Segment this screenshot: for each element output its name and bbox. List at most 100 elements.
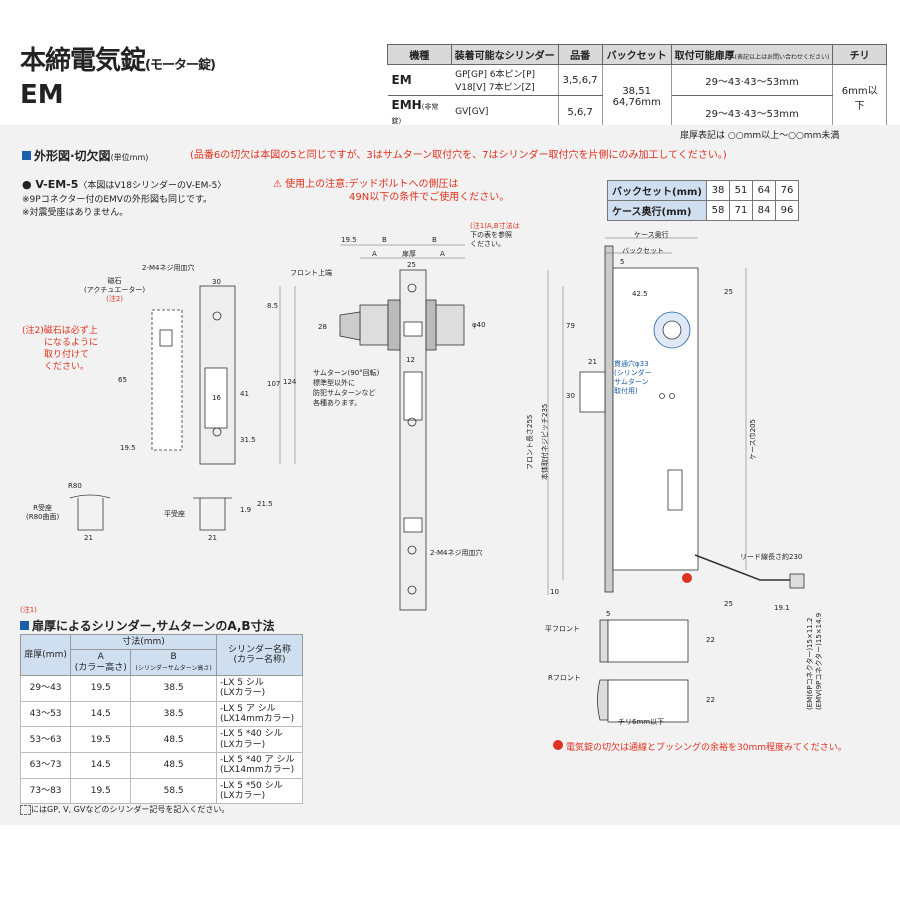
door-thickness-label: 扉厚 [402,250,416,258]
variant-heading: ● V-EM-5〈本図はV18シリンダーのV-EM-5〉 [22,178,227,191]
dim-label: 21 [84,534,93,542]
backset-table: バックセット(mm) 38 51 64 76 ケース奥行(mm) 58 71 8… [607,180,799,221]
lock-body-case [612,267,699,571]
connector [789,573,805,589]
dim-label: 28 [318,323,327,331]
ab-note-ref: (注1) [20,606,37,614]
strike-opening [204,367,228,429]
dim-label: 8.5 [267,302,279,310]
screw-hole-top [212,311,222,321]
r-seat [77,498,104,531]
dim-label: 107 [267,380,281,388]
m4-holes-label-2: 2-M4ネジ用皿穴 [430,549,483,557]
flat-seat [199,498,226,531]
dim-label: B [382,236,387,244]
dim-label: 41 [240,390,249,398]
dim-label: 79 [566,322,575,330]
dim-label: 65 [118,376,127,384]
dim-label: 21 [588,358,597,366]
backset-label: バックセット [622,247,664,255]
cut-note: 電気錠の切欠は通線とブッシングの余裕を30mm程度みてください。 [566,743,847,753]
flat-front-label: 平フロント [545,625,580,633]
r-front-label: Rフロント [548,674,581,682]
dim-label: 25 [407,261,416,269]
dim-label: 10 [550,588,559,596]
dim-label: φ40 [472,321,486,329]
connector-label: (EM(6Pコネクター)15×11.2(EMV(9Pコネクター)15×14.9 [806,612,823,710]
warning-icon: ⚠ [273,179,282,190]
dim-label: 42.5 [632,290,648,298]
note-marker-icon [553,740,563,750]
note1: (注1)A,B寸法は下の表を参照ください。 [470,222,520,248]
dim-label: B [432,236,437,244]
ab-table-heading: 扉厚によるシリンダー,サムターンのA,B寸法 [20,615,275,634]
section-square-icon [20,621,29,630]
section-square-icon [22,151,31,160]
through-hole-label: 貫通穴φ33(シリンダーサムターン取付用) [614,360,652,395]
outline-heading: 外形図·切欠図(単位mm) [22,145,148,164]
dim-label: 30 [212,278,221,286]
dim-label: 19.1 [774,604,790,612]
lock-front-plate [399,269,427,611]
front-length-label: フロント長さ255 [526,414,534,470]
front-top-label: フロント上端 [290,269,332,277]
m4-holes-label: 2-M4ネジ用皿穴 [142,264,195,272]
dim-label: 16 [212,394,221,402]
thumbturn-note: サムターン(90°回転)標準型以外に防犯サムターンなど各種あります。 [313,369,380,407]
dim-label: 22 [706,636,715,644]
spec-table: 機種 装着可能なシリンダー 品番 バックセット 取付可能扉厚(表記以上はお問い合… [387,44,887,129]
dim-label: A [372,250,377,258]
ab-table: 扉厚(mm) 寸法(mm) シリンダー名称(カラー名称) A(カラー高さ) B(… [19,633,304,805]
case-depth-label: ケース奥行 [634,231,669,239]
flat-seat-label: 平受座 [164,510,185,518]
dim-label: 5 [606,610,611,618]
case-depth-row: ケース奥行(mm) 58 71 84 96 [607,200,799,221]
cylinder-body [435,304,465,346]
dim-label: R80 [68,482,82,490]
r-front [607,679,689,723]
model-name: EM [20,80,64,110]
dim-label: 25 [724,288,733,296]
variant-notes: ※9Pコネクター付のEMVの外形図も同じです。 ※対震受座はありません。 [22,195,213,218]
dim-label: A [440,250,445,258]
ab-footnote: にはGP, V, GVなどのシリンダー記号を記入ください。 [20,804,229,815]
dim-label: 12 [406,356,415,364]
dim-label: 31.5 [240,436,256,444]
backset-row: バックセット(mm) 38 51 64 76 [607,180,799,201]
magnet [159,329,173,347]
dim-label: 25 [724,600,733,608]
dim-label: 5 [620,258,625,266]
dim-label: 22 [706,696,715,704]
dim-label: 19.5 [341,236,357,244]
dim-label: 1.9 [240,506,252,514]
door-thickness-note: 扉厚表記は ○○mm以上〜○○mm未満 [680,131,840,141]
deadbolt [579,371,606,413]
r-seat-label: R受座(R80曲面) [26,504,60,521]
dim-label: 19.5 [120,444,136,452]
dim-label: 124 [283,378,297,386]
thumbturn-body [359,304,389,346]
body-pitch-label: 本体取付ネジピッチ235 [541,403,549,480]
chiri-label: チリ6mm以下 [618,718,665,726]
caution: ⚠ 使用上の注意:デッドボルトへの側圧は 49N以下の条件でご使用ください。 [273,179,510,203]
dim-label: 30 [566,392,575,400]
magnet-label: 磁石(アクチュエーター)(注2) [84,277,146,303]
note-marker-icon [682,573,692,583]
case-width-label: ケース巾205 [749,418,757,460]
flat-front [607,619,689,663]
outline-note: (品番6の切欠は本図の5と同じですが、3はサムターン取付穴を、7はシリンダー取付… [190,150,727,161]
page-title: 本締電気錠(モーター錠) [20,46,216,76]
lock-body-front [604,245,614,593]
lead-wire-label: リード線長さ約230 [740,553,803,561]
deadbolt-opening [403,371,423,421]
lead-wire [694,554,790,581]
note2: (注2)磁石は必ず上になるように取り付けてください。 [22,326,99,372]
dim-label: 21.5 [257,500,273,508]
dim-label: 21 [208,534,217,542]
